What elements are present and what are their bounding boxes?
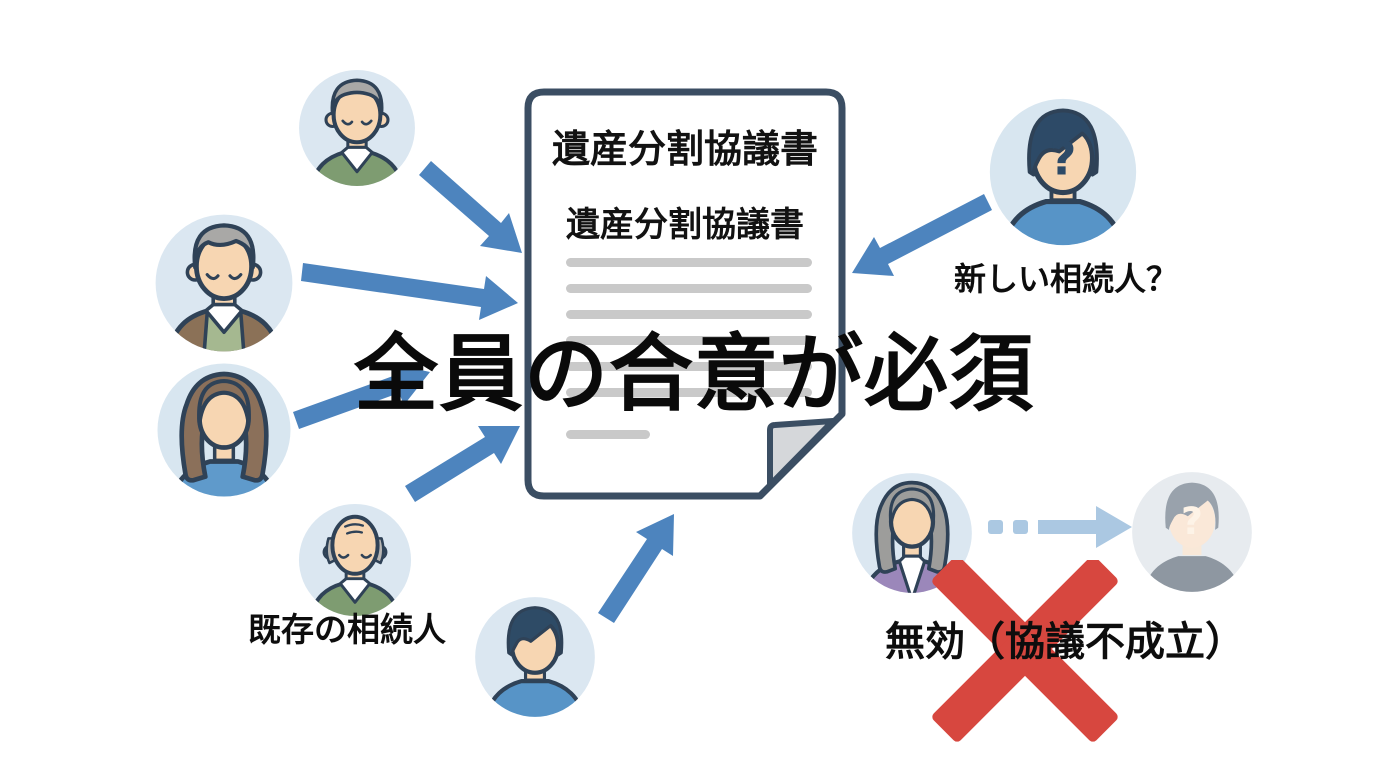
document-title-primary: 遺産分割協議書 — [551, 127, 818, 171]
avatar-young-man — [475, 597, 595, 717]
document-title-secondary: 遺産分割協議書 — [566, 205, 804, 245]
consent-arrow-1 — [419, 161, 522, 253]
invalid-result-label: 無効（協議不成立） — [885, 619, 1245, 665]
avatar-woman-brown-hair — [157, 363, 291, 497]
avatar-elderly-man-bald — [298, 503, 412, 617]
document-text-line — [566, 362, 812, 371]
avatar-new-heir: ? — [989, 98, 1137, 246]
new-heir-arrow — [852, 194, 992, 276]
new-heir-label: 新しい相続人？ — [953, 260, 1178, 298]
question-mark-icon: ? — [1050, 132, 1077, 186]
document-text-line — [566, 336, 812, 345]
avatar-elderly-man-green — [299, 70, 415, 186]
avatar-elderly-man-brown-jacket — [155, 214, 293, 352]
headline-consent-required: 全員の合意が必須 — [353, 325, 1034, 423]
consent-arrow-5 — [598, 514, 674, 623]
consent-arrow-3 — [293, 363, 430, 429]
consent-arrow-4 — [405, 426, 520, 502]
invalid-cross-icon — [932, 560, 1118, 742]
document-text-line — [566, 388, 812, 397]
consent-arrow-2 — [301, 263, 518, 320]
existing-heirs-label: 既存の相続人 — [248, 610, 446, 649]
document-text-line — [566, 310, 812, 319]
document-text-line — [566, 284, 812, 293]
document-text-line-short — [566, 430, 650, 439]
document-folded-corner — [767, 418, 836, 488]
dashed-transfer-arrow — [988, 506, 1132, 548]
avatar-faded-unknown: ? — [1132, 472, 1252, 592]
question-mark-icon: ? — [1181, 499, 1203, 543]
document-text-line — [566, 258, 812, 267]
